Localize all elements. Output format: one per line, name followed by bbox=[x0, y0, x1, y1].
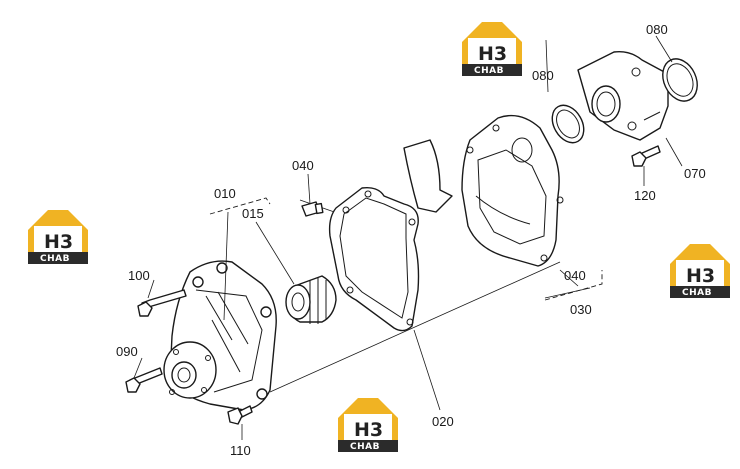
svg-text:H3: H3 bbox=[478, 43, 507, 65]
thermostat-cover bbox=[577, 50, 669, 141]
pump-gasket bbox=[328, 186, 420, 332]
watermark-logo: H3 CHAB bbox=[338, 398, 398, 452]
callout-120: 120 bbox=[634, 188, 656, 203]
callout-070: 070 bbox=[684, 166, 706, 181]
callout-020: 020 bbox=[432, 414, 454, 429]
svg-text:CHAB: CHAB bbox=[474, 66, 504, 76]
watermark-logo: H3 CHAB bbox=[462, 22, 522, 76]
o-ring-small bbox=[551, 104, 585, 144]
bolt-090 bbox=[125, 367, 163, 393]
callout-080-ring-small: 080 bbox=[532, 68, 554, 83]
svg-text:H3: H3 bbox=[686, 265, 715, 287]
leader-lines bbox=[133, 35, 683, 440]
callout-015: 015 bbox=[242, 206, 264, 221]
svg-text:CHAB: CHAB bbox=[682, 288, 712, 298]
callout-040-housing: 040 bbox=[564, 268, 586, 283]
water-pump-body bbox=[163, 260, 277, 411]
assembly-axis-line bbox=[269, 261, 561, 393]
svg-text:H3: H3 bbox=[44, 231, 73, 253]
svg-text:H3: H3 bbox=[354, 419, 383, 441]
pump-housing bbox=[403, 114, 564, 267]
bolt-120 bbox=[631, 145, 661, 167]
watermark-logo: H3 CHAB bbox=[670, 244, 730, 298]
callout-110: 110 bbox=[230, 443, 251, 458]
pump-seal-bearing bbox=[285, 275, 337, 324]
callout-030: 030 bbox=[570, 302, 592, 317]
svg-text:CHAB: CHAB bbox=[350, 442, 380, 452]
bolt-100 bbox=[137, 289, 187, 317]
callout-040-plug: 040 bbox=[292, 158, 314, 173]
svg-text:CHAB: CHAB bbox=[40, 254, 70, 264]
callout-100: 100 bbox=[128, 268, 150, 283]
callout-labels: 080 080 070 120 040 010 015 100 090 110 … bbox=[116, 22, 706, 458]
drain-plug bbox=[301, 201, 324, 217]
callout-090: 090 bbox=[116, 344, 138, 359]
watermark-logo: H3 CHAB bbox=[28, 210, 88, 264]
callout-080-ring-large: 080 bbox=[646, 22, 668, 37]
bolt-110 bbox=[227, 405, 253, 425]
callout-010: 010 bbox=[214, 186, 236, 201]
